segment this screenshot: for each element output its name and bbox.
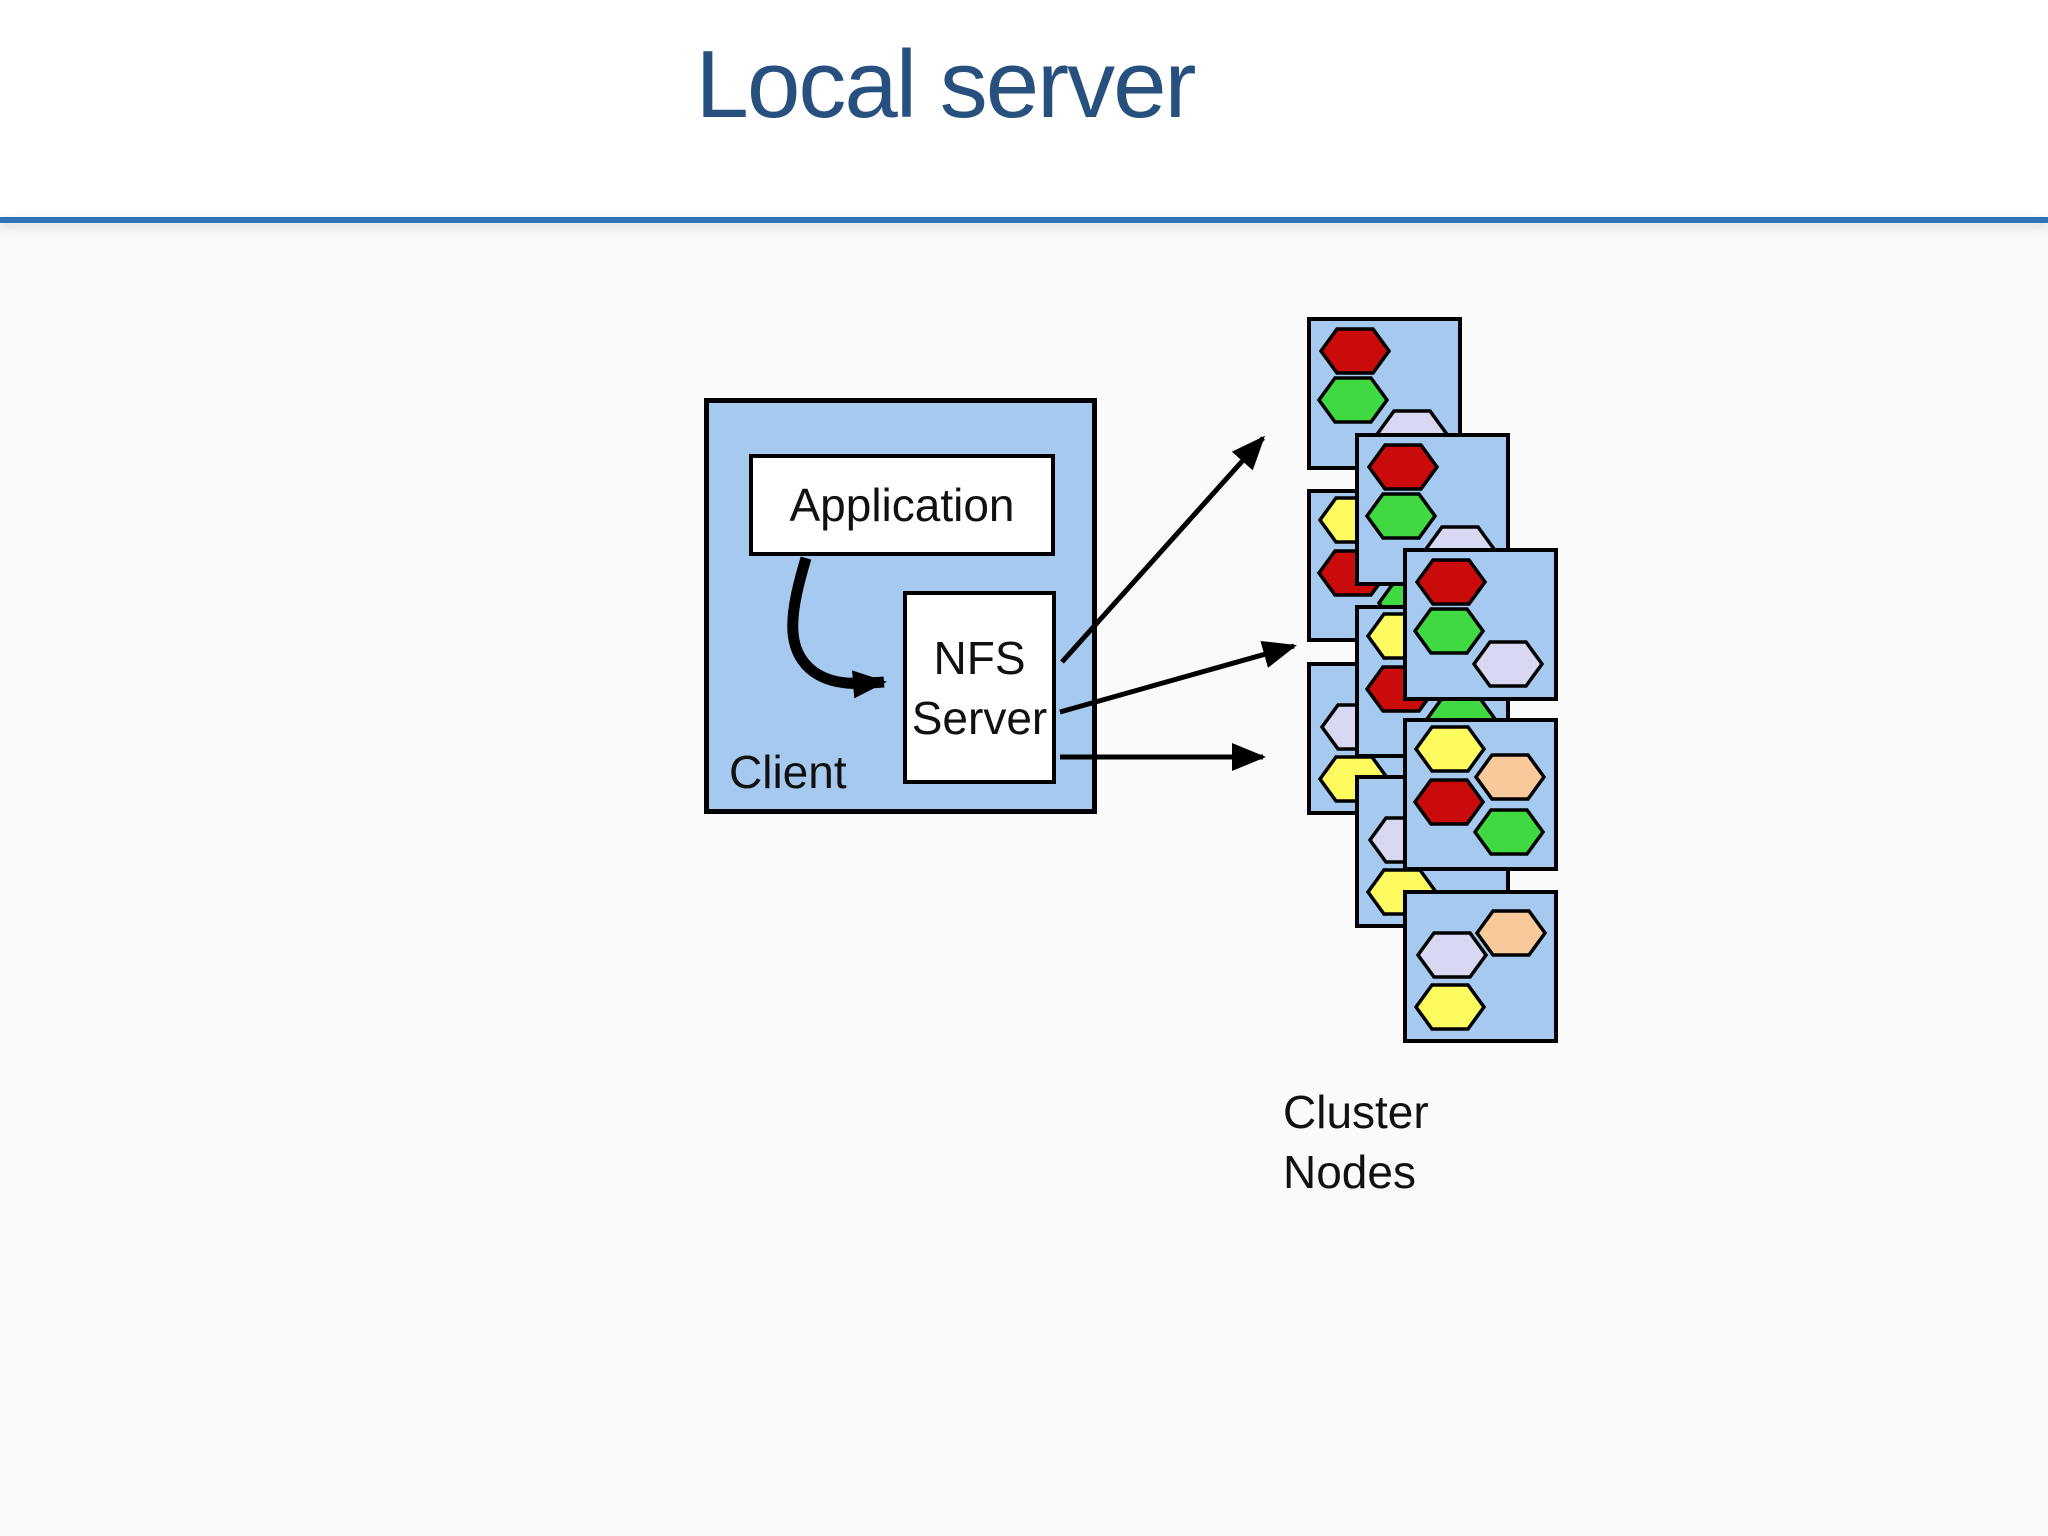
- cluster-node: [1403, 718, 1558, 871]
- cluster-node: [1403, 548, 1558, 701]
- title-divider: [0, 217, 2048, 223]
- hexagon-orange-icon: [1473, 753, 1547, 801]
- hexagon-red-icon: [1414, 558, 1488, 606]
- cluster-node: [1403, 890, 1558, 1043]
- hexagon-red-icon: [1366, 443, 1440, 491]
- nfs-server-box: NFS Server: [903, 591, 1056, 784]
- hexagon-lavender-icon: [1471, 640, 1545, 688]
- nfs-label-line1: NFS: [933, 631, 1026, 684]
- hexagon-green-icon: [1364, 492, 1438, 540]
- page-title: Local server: [695, 31, 1197, 138]
- hexagon-yellow-icon: [1413, 983, 1487, 1031]
- hexagon-green-icon: [1412, 607, 1486, 655]
- hexagon-red-icon: [1412, 778, 1486, 826]
- hexagon-orange-icon: [1474, 909, 1548, 957]
- client-label: Client: [729, 746, 847, 798]
- client-box: Application NFS Server Client: [704, 398, 1097, 814]
- hexagon-red-icon: [1318, 327, 1392, 375]
- hexagon-lavender-icon: [1415, 931, 1489, 979]
- application-box: Application: [749, 454, 1055, 556]
- application-label: Application: [789, 479, 1015, 531]
- hexagon-yellow-icon: [1413, 725, 1487, 773]
- hexagon-green-icon: [1472, 808, 1546, 856]
- cluster-label-line2: Nodes: [1283, 1146, 1416, 1198]
- cluster-nodes-label: Cluster Nodes: [1283, 1082, 1429, 1202]
- hexagon-green-icon: [1316, 376, 1390, 424]
- nfs-label-line2: Server: [911, 691, 1048, 744]
- cluster-label-line1: Cluster: [1283, 1086, 1429, 1138]
